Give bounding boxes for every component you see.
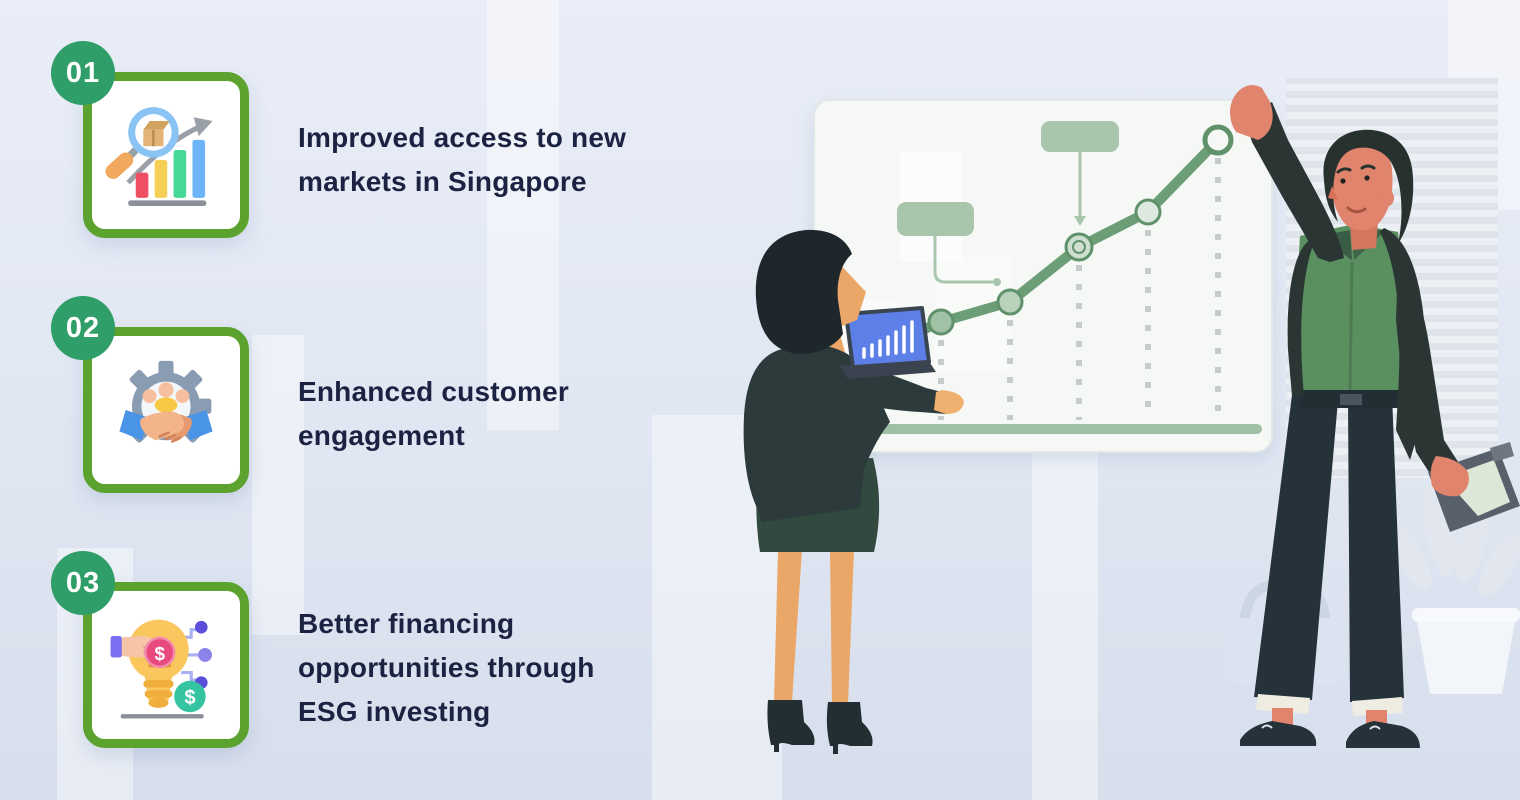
chart-marker	[1134, 198, 1162, 226]
plant	[1384, 482, 1520, 694]
esg-financing-icon: $ $	[110, 619, 212, 719]
background-column	[252, 335, 304, 635]
svg-text:$: $	[184, 687, 195, 709]
callout-box-left	[897, 202, 1001, 286]
man-presenter	[1230, 85, 1520, 748]
benefit-card-2	[83, 327, 249, 493]
callout-box-top	[1041, 121, 1119, 226]
background-column	[487, 0, 559, 430]
item-number-badge: 02	[51, 296, 115, 360]
chart-marker	[996, 288, 1024, 316]
benefit-label-1: Improved access to new markets in Singap…	[298, 122, 627, 197]
customer-engagement-icon	[119, 360, 213, 443]
benefit-card-3: $ $	[83, 582, 249, 748]
benefit-label-2: Enhanced customer engagement	[298, 376, 570, 451]
chart-marker	[1202, 124, 1234, 156]
svg-text:$: $	[154, 644, 165, 665]
woman-presenter	[743, 229, 964, 754]
market-analysis-icon	[105, 107, 213, 207]
item-number-badge: 03	[51, 551, 115, 615]
background-column	[1032, 452, 1098, 800]
chart-baseline	[842, 424, 1262, 434]
laptop	[840, 306, 936, 379]
benefit-card-1	[83, 72, 249, 238]
item-number-badge: 01	[51, 41, 115, 105]
benefit-label-3: Better financing opportunities through E…	[298, 608, 595, 727]
chart-marker	[1064, 232, 1094, 262]
chart-marker	[927, 308, 955, 336]
